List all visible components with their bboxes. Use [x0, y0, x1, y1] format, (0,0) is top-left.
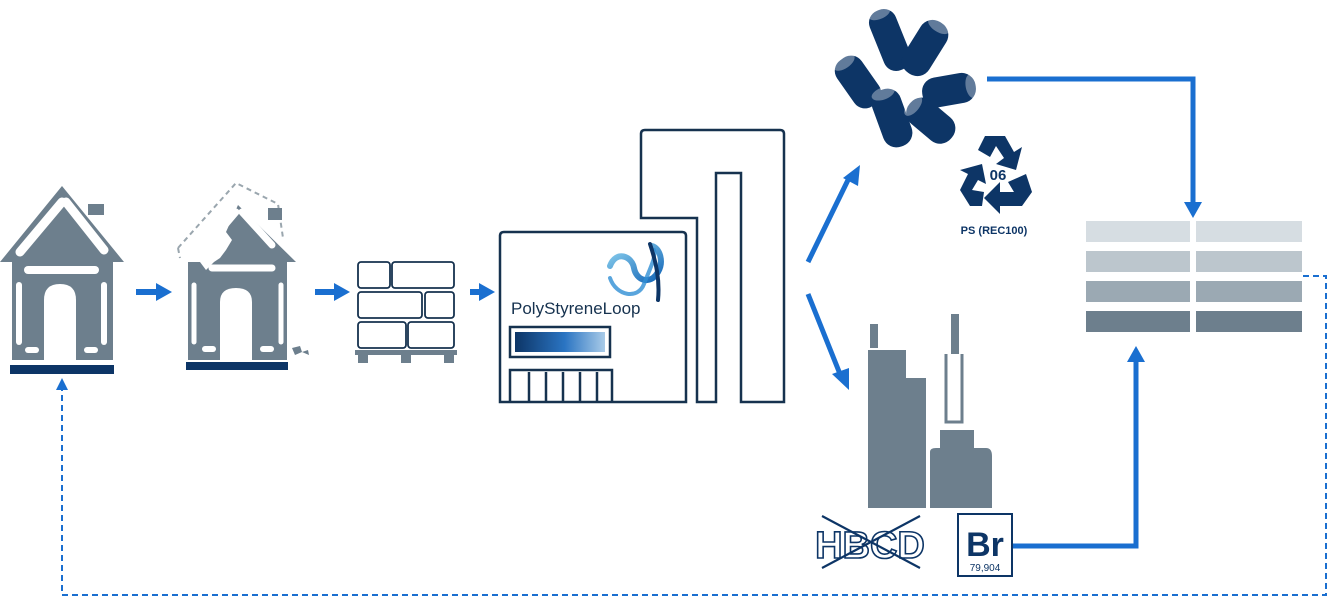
recycling-plant-icon: PolyStyreneLoop — [498, 128, 786, 404]
flow-arrow-to-industry — [805, 293, 849, 390]
bricks-pallet-icon — [355, 261, 457, 363]
industry-icon — [868, 314, 992, 508]
house-icon — [0, 186, 124, 374]
plant-brand-name: PolyStyreneLoop — [511, 299, 640, 318]
recycled-polymer-caption: PS (REC100) — [961, 225, 1028, 237]
polystyrene-pellets-icon — [833, 7, 978, 148]
demolished-house-icon — [177, 181, 309, 370]
insulation-boards-icon — [1084, 219, 1304, 334]
return-loop-dashed-arrow — [56, 275, 1327, 596]
hbcd-crossed-out: HBCD — [814, 515, 926, 569]
recycling-code: 06 — [990, 167, 1007, 184]
bromine-element-icon: Br 79,904 — [957, 513, 1013, 577]
bromine-atomic-mass: 79,904 — [970, 563, 1001, 574]
polystyreneloop-logo-icon — [607, 242, 664, 302]
flow-arrow — [470, 283, 495, 301]
recycle-symbol-icon: 06 — [960, 136, 1032, 214]
bromine-symbol: Br — [966, 526, 1004, 564]
flow-arrow-pellets-to-boards — [987, 76, 1202, 218]
flow-arrow — [136, 283, 172, 301]
flow-arrow — [315, 283, 350, 301]
flow-arrow-to-pellets — [805, 165, 860, 264]
flow-arrow-br-to-boards — [1013, 346, 1145, 549]
